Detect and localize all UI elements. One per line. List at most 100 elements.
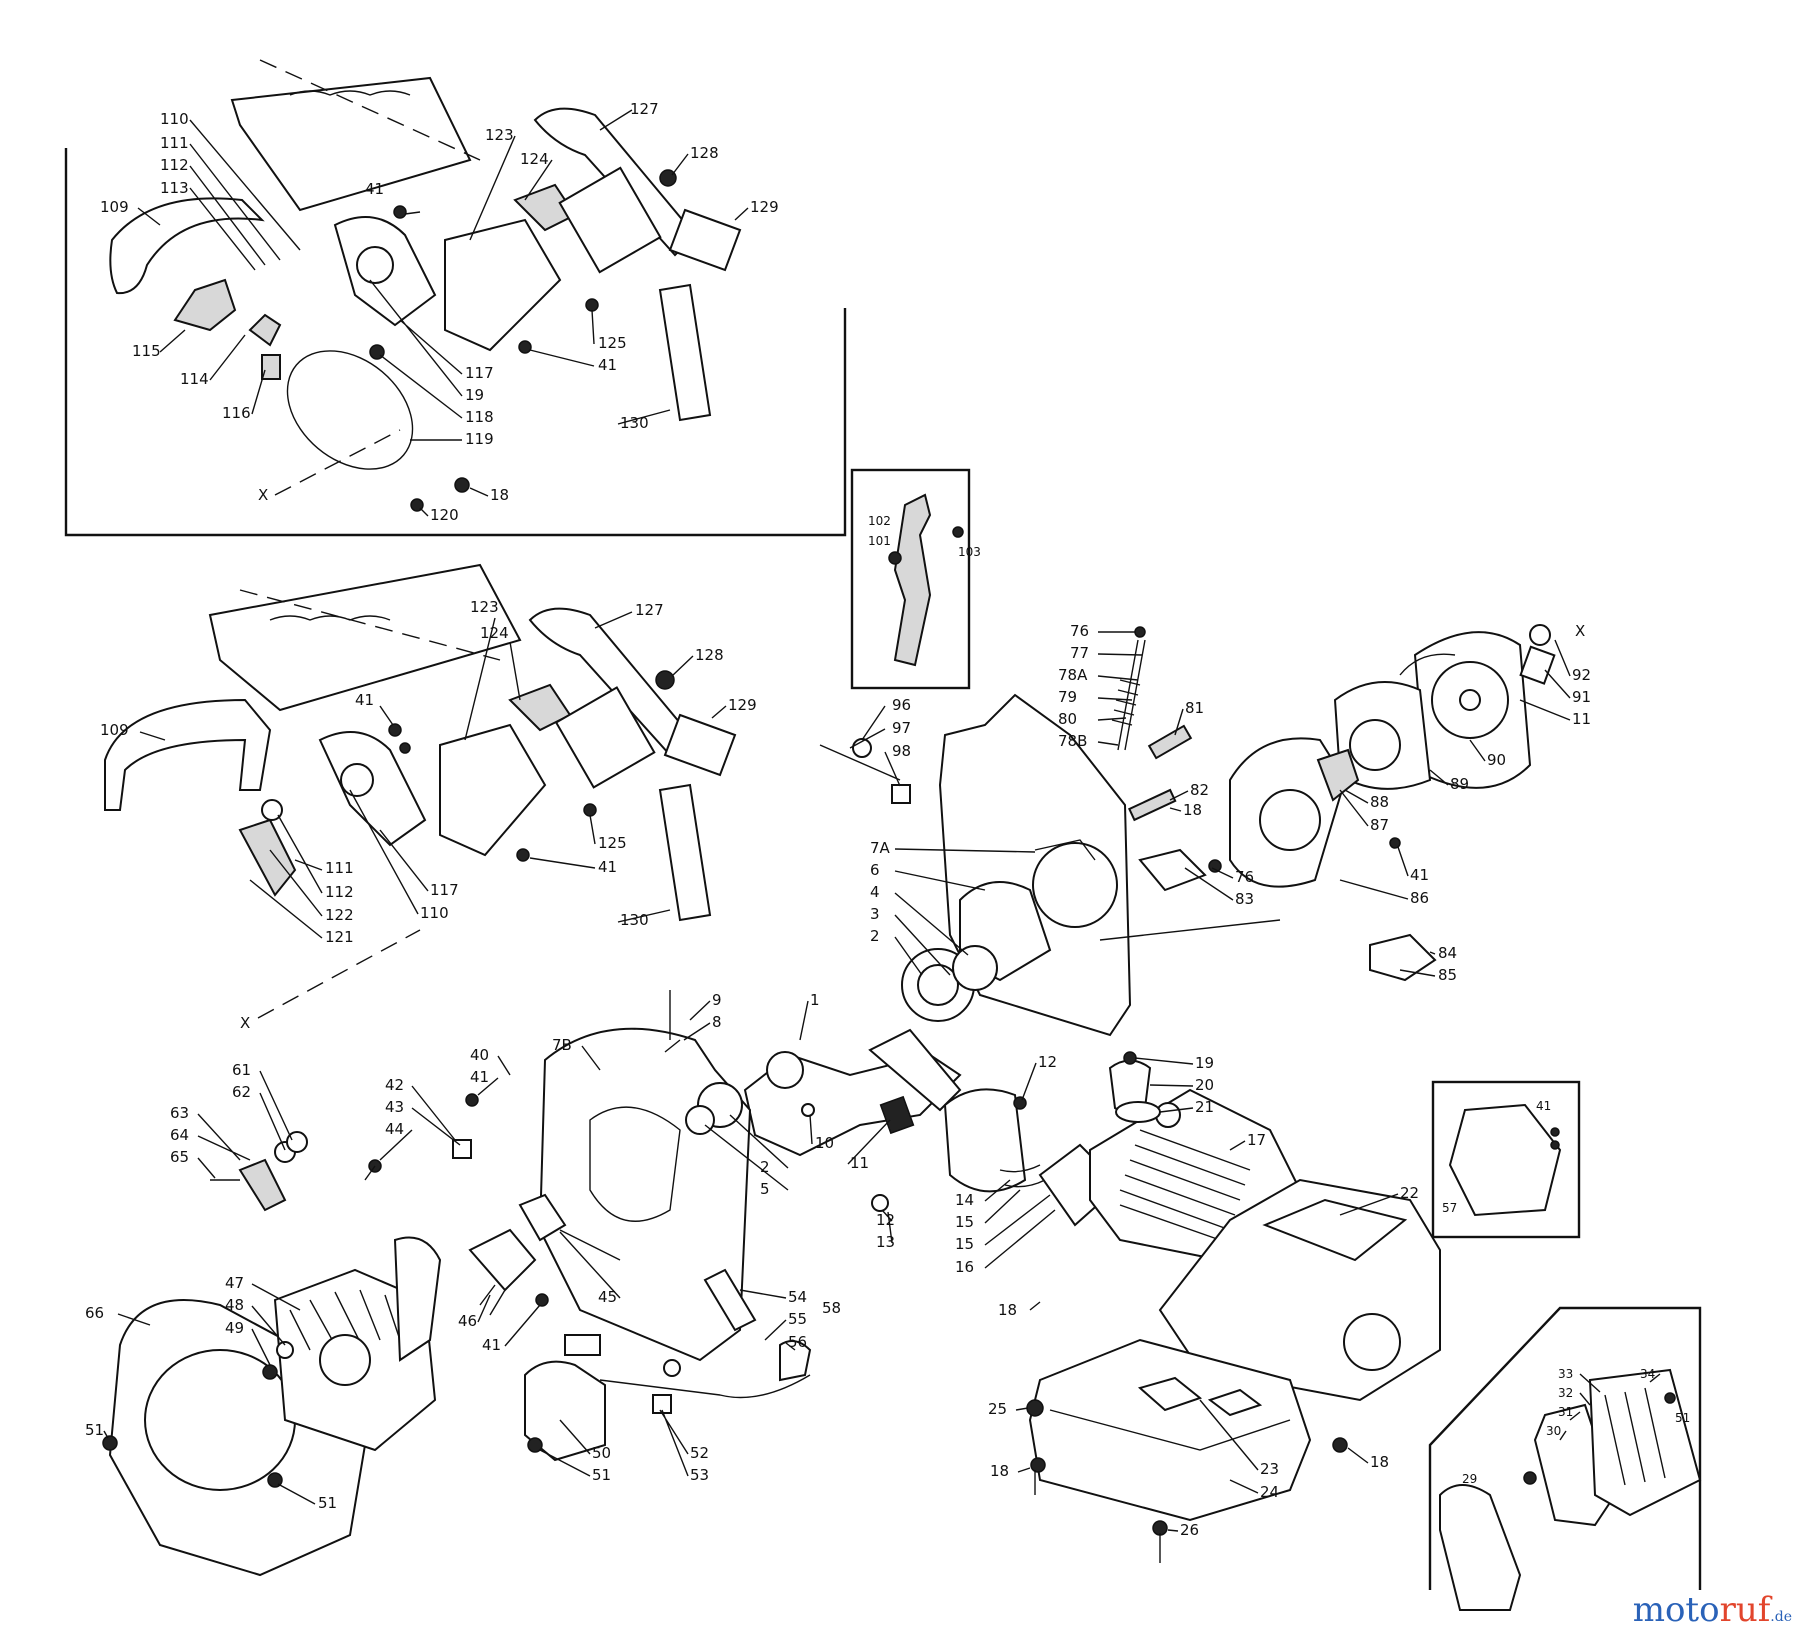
part-label: 111 [325, 859, 354, 877]
part-label: 116 [222, 404, 251, 422]
part-label: 78B [1058, 732, 1087, 750]
part-label: 7A [870, 839, 891, 857]
part-label: 61 [232, 1061, 251, 1079]
part-label: 2 [870, 927, 880, 945]
part-label: 123 [470, 598, 499, 616]
watermark-part1: moto [1632, 1590, 1720, 1630]
part-label: 41 [1536, 1099, 1551, 1113]
part-label: 57 [1442, 1201, 1457, 1215]
part-label: 54 [788, 1288, 807, 1306]
part-label: 118 [465, 408, 494, 426]
part-label: 19 [465, 386, 484, 404]
part-label: 42 [385, 1076, 404, 1094]
clutch-assembly: X [1316, 622, 1585, 802]
part-label: 113 [160, 179, 189, 197]
watermark-part2: ruf [1719, 1590, 1771, 1630]
part-label: 125 [598, 334, 627, 352]
part-label: 55 [788, 1310, 807, 1328]
part-label: 41 [598, 356, 617, 374]
part-label: 101 [868, 534, 891, 548]
part-label: 84 [1438, 944, 1457, 962]
part-label: 9 [712, 991, 722, 1009]
part-label: 120 [430, 506, 459, 524]
part-label: 41 [470, 1068, 489, 1086]
part-label: 129 [728, 696, 757, 714]
part-label: 8 [712, 1013, 722, 1031]
part-label: 18 [990, 1462, 1009, 1480]
part-label: 110 [160, 110, 189, 128]
part-label: 83 [1235, 890, 1254, 908]
part-label: 1 [810, 991, 820, 1009]
part-label: 62 [232, 1083, 251, 1101]
part-label: 80 [1058, 710, 1077, 728]
part-label: 26 [1180, 1521, 1199, 1539]
part-label: 51 [1675, 1411, 1690, 1425]
bar-assembly: X [104, 563, 737, 1032]
part-label: 12 [1038, 1053, 1057, 1071]
part-label: 112 [325, 883, 354, 901]
guide-bar [208, 563, 522, 712]
part-label: 103 [958, 545, 981, 559]
part-label: 49 [225, 1319, 244, 1337]
part-label: 109 [100, 198, 129, 216]
part-label: 21 [1195, 1098, 1214, 1116]
part-label: 56 [788, 1333, 807, 1351]
part-label: 19 [1195, 1054, 1214, 1072]
part-label: 127 [635, 601, 664, 619]
part-label: 43 [385, 1098, 404, 1116]
part-label: 115 [132, 342, 161, 360]
bar-assembly-labels: 123 124 127 128 129 109 41 111 112 122 1… [100, 598, 757, 946]
part-label: 18 [1370, 1453, 1389, 1471]
part-label: 15 [955, 1213, 974, 1231]
part-label: 91 [1572, 688, 1591, 706]
marker-x: X [1575, 622, 1585, 640]
part-label: 110 [420, 904, 449, 922]
part-label: 77 [1070, 644, 1089, 662]
part-label: 63 [170, 1104, 189, 1122]
part-label: 86 [1410, 889, 1429, 907]
hand-guard [104, 698, 272, 811]
part-label: 12 [876, 1211, 895, 1229]
part-label: 3 [870, 905, 880, 923]
part-label: 10 [815, 1134, 834, 1152]
clutch-labels: 92 91 11 90 89 88 87 [1339, 639, 1591, 834]
part-label: 33 [1558, 1367, 1573, 1381]
part-label: 48 [225, 1296, 244, 1314]
part-label: 89 [1450, 775, 1469, 793]
part-label: 22 [1400, 1184, 1419, 1202]
part-label: 17 [1247, 1131, 1266, 1149]
part-label: 7B [552, 1036, 572, 1054]
part-label: 85 [1438, 966, 1457, 984]
part-label: 121 [325, 928, 354, 946]
part-label: 58 [822, 1299, 841, 1317]
part-label: 18 [490, 486, 509, 504]
part-label: 81 [1185, 699, 1204, 717]
muffler-labels: 25 18 23 24 26 18 [988, 1399, 1389, 1539]
part-label: 41 [598, 858, 617, 876]
part-label: 78A [1058, 666, 1088, 684]
part-label: 11 [850, 1154, 869, 1172]
part-label: 111 [160, 134, 189, 152]
part-label: 117 [465, 364, 494, 382]
part-label: 51 [592, 1466, 611, 1484]
part-label: 44 [385, 1120, 404, 1138]
part-label: 124 [480, 624, 509, 642]
part-label: 96 [892, 696, 911, 714]
part-label: 88 [1370, 793, 1389, 811]
part-label: 11 [1572, 710, 1591, 728]
part-label: 41 [355, 691, 374, 709]
part-label: 29 [1462, 1472, 1477, 1486]
part-label: 34 [1640, 1367, 1655, 1381]
inset-box-gasket: 41 57 [1431, 1080, 1581, 1239]
part-label: 90 [1487, 751, 1506, 769]
engine-labels: 9 8 1 7B 40 41 42 43 44 61 62 63 64 65 1… [170, 991, 1419, 1276]
part-label: 92 [1572, 666, 1591, 684]
part-label: 64 [170, 1126, 189, 1144]
guide-bar-top [230, 76, 472, 212]
part-label: 124 [520, 150, 549, 168]
part-label: 119 [465, 430, 494, 448]
part-label: 25 [988, 1400, 1007, 1418]
part-label: 65 [170, 1148, 189, 1166]
